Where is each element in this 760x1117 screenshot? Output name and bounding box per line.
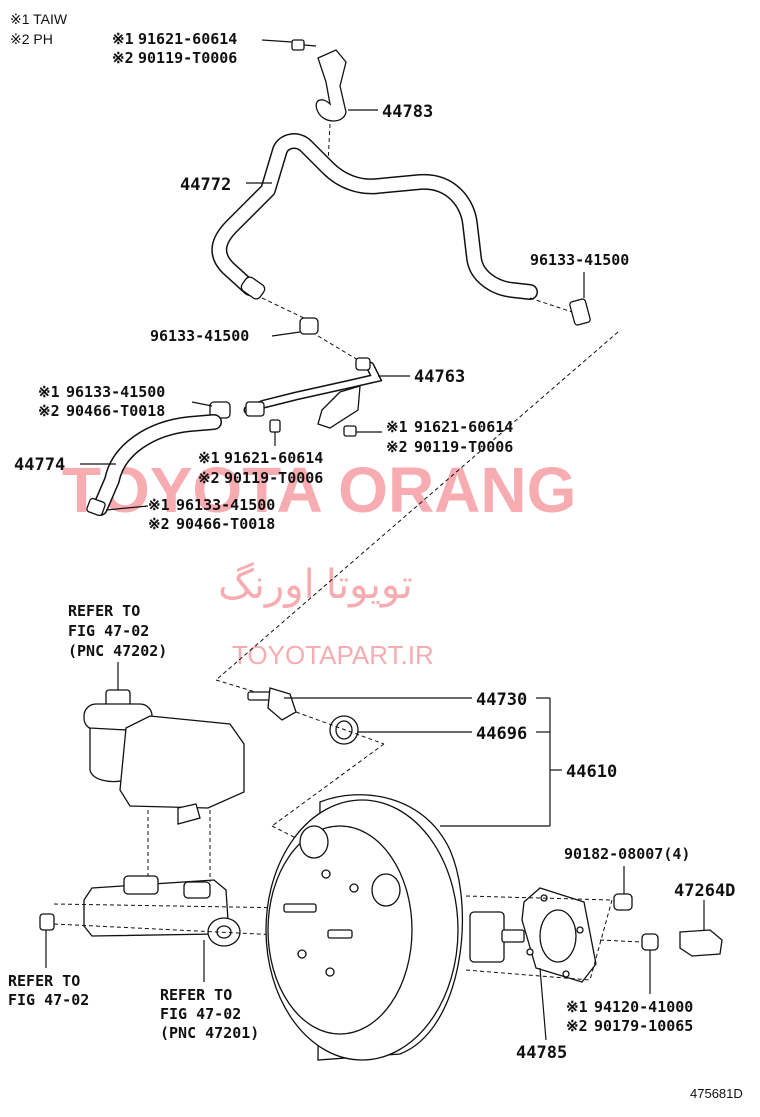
bolt-mid <box>269 419 281 446</box>
label-44696: 44696 <box>476 724 527 744</box>
label-44783: 44783 <box>382 102 433 122</box>
ref-mid-2: FIG 47-02 <box>160 1005 241 1023</box>
ref-mid-1: REFER TO <box>160 986 232 1004</box>
gasket-44785 <box>521 887 597 983</box>
label-nut-1: 90182-08007(4) <box>564 845 690 863</box>
mark-2-bolt-top: ※2 <box>112 49 134 67</box>
label-bolt-mid-2: 90119-T0006 <box>224 469 323 487</box>
mark-1-bolt-right: ※1 <box>386 418 408 436</box>
hose-44772 <box>211 133 538 300</box>
master-cylinder-reservoir <box>83 689 245 825</box>
mark-2-clip-mid: ※2 <box>38 402 60 420</box>
label-clip-low-2: 90466-T0018 <box>176 515 275 533</box>
label-44785: 44785 <box>516 1043 567 1063</box>
part-47264D <box>679 900 723 957</box>
top-bolt <box>261 39 317 51</box>
label-bolt-right-2: 90119-T0006 <box>414 438 513 456</box>
mark-1-bolt-top: ※1 <box>112 30 134 48</box>
label-nut-2-1: 94120-41000 <box>594 998 693 1016</box>
mark-1-clip-low: ※1 <box>148 496 170 514</box>
clip-left <box>271 317 319 337</box>
master-cylinder-body <box>39 875 241 947</box>
ref-mid-3: (PNC 47201) <box>160 1024 259 1042</box>
label-bolt-right-1: 91621-60614 <box>414 418 513 436</box>
ref-left-2: FIG 47-02 <box>8 991 89 1009</box>
nut-90182 <box>613 866 633 911</box>
check-valve-44730 <box>247 687 297 721</box>
label-clip-low-1: 96133-41500 <box>176 496 275 514</box>
mark-2-clip-low: ※2 <box>148 515 170 533</box>
hose-44774 <box>80 414 222 517</box>
label-bolt-top-2: 90119-T0006 <box>138 49 237 67</box>
pipe-44763 <box>243 357 410 429</box>
label-clip-mid-1: 96133-41500 <box>66 383 165 401</box>
label-nut-2-2: 90179-10065 <box>594 1017 693 1035</box>
label-44610: 44610 <box>566 762 617 782</box>
mark-2-bolt-mid: ※2 <box>198 469 220 487</box>
watermark-latin: TOYOTA ORANG <box>62 454 576 526</box>
label-47264D: 47264D <box>674 881 735 901</box>
legend-line-1: ※1 TAIW <box>10 11 68 27</box>
mark-2-bolt-right: ※2 <box>386 438 408 456</box>
label-bolt-mid-1: 91621-60614 <box>224 449 323 467</box>
mark-1-clip-mid: ※1 <box>38 383 60 401</box>
ref-top-3: (PNC 47202) <box>68 642 167 660</box>
grommet-44696 <box>329 715 359 745</box>
watermark-persian: تویوتا اورنگ <box>218 562 413 608</box>
legend-line-2: ※2 PH <box>10 31 53 47</box>
mark-1-nut-2: ※1 <box>566 998 588 1016</box>
label-bolt-top-1: 91621-60614 <box>138 30 237 48</box>
ref-top-1: REFER TO <box>68 602 140 620</box>
mark-1-bolt-mid: ※1 <box>198 449 220 467</box>
label-clip-left: 96133-41500 <box>150 327 249 345</box>
clamp-44783 <box>315 49 378 122</box>
ref-left-1: REFER TO <box>8 972 80 990</box>
watermark-site: TOYOTAPART.IR <box>232 640 434 670</box>
label-44730: 44730 <box>476 690 527 710</box>
brake-booster-44610 <box>265 794 525 1061</box>
label-44772: 44772 <box>180 175 231 195</box>
nut-94120 <box>641 933 659 994</box>
mark-2-nut-2: ※2 <box>566 1017 588 1035</box>
label-44774: 44774 <box>14 455 65 475</box>
label-clip-mid-2: 90466-T0018 <box>66 402 165 420</box>
ref-top-2: FIG 47-02 <box>68 622 149 640</box>
label-clip-right: 96133-41500 <box>530 251 629 269</box>
bolt-right <box>343 425 382 437</box>
label-44763: 44763 <box>414 367 465 387</box>
clip-right <box>569 272 591 326</box>
figure-id: 475681D <box>690 1086 743 1101</box>
